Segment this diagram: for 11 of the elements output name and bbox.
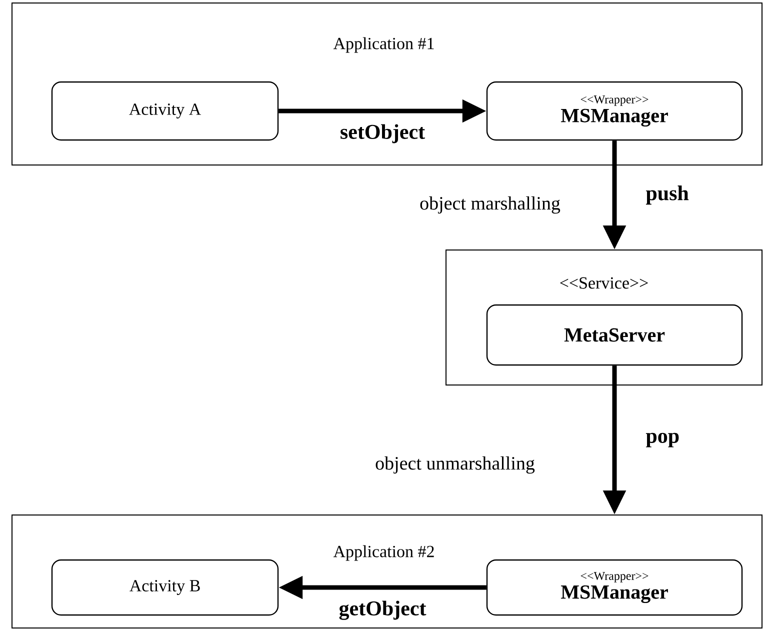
component-box: <<Wrapper>> MSManager [486,81,743,141]
edge-label: push [646,186,689,205]
component-box: Activity B [51,559,279,616]
component-box: <<Wrapper>> MSManager [486,559,743,616]
edge-label: setObject [340,124,425,144]
component-box: MetaServer [486,304,743,366]
edge-note: object marshalling [420,196,560,214]
component-box: Activity A [51,81,279,141]
edge-label: getObject [339,600,426,620]
edge-label: pop [646,432,679,448]
edge-note: object unmarshalling [376,456,535,474]
